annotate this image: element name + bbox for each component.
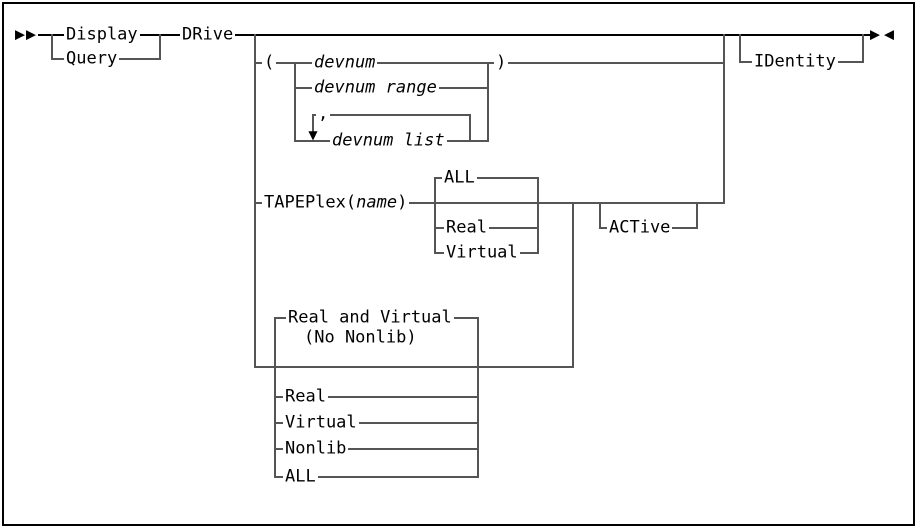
connector-line (739, 34, 741, 63)
keyword-query: Query (64, 48, 120, 69)
variable-name: name (356, 192, 398, 213)
connector-line (434, 177, 436, 254)
connector-line (275, 476, 478, 478)
variable-devnum-range: devnum range (312, 77, 439, 98)
variable-devnum-list: devnum list (330, 130, 447, 151)
flow-end-arrow-icon: ▶ (870, 27, 880, 43)
connector-line (537, 177, 539, 254)
connector-line (275, 422, 478, 424)
connector-line (255, 62, 724, 64)
keyword-nonlib-choice: Nonlib (283, 438, 349, 459)
keyword-real-option: Real (444, 217, 489, 238)
default-real-and-virtual: Real and Virtual (286, 307, 454, 328)
connector-line (255, 202, 724, 204)
keyword-tapeplex-close: ) (397, 192, 408, 213)
connector-line (477, 317, 479, 478)
variable-devnum: devnum (312, 52, 378, 73)
connector-line (487, 62, 489, 142)
connector-line (255, 366, 573, 368)
flow-start-arrow-icon: ▶ (26, 27, 36, 43)
connector-line (275, 448, 478, 450)
keyword-virtual-choice: Virtual (283, 412, 359, 433)
keyword-virtual-option: Virtual (444, 242, 520, 263)
keyword-real-choice: Real (283, 386, 328, 407)
keyword-active: ACTive (607, 217, 673, 238)
connector-line (862, 34, 864, 63)
keyword-tapeplex: TAPEPlex(name) (262, 192, 410, 213)
connector-line (313, 114, 470, 116)
connector-line (435, 177, 538, 179)
keyword-identity: IDentity (752, 51, 838, 72)
connector-main-line (38, 34, 872, 36)
connector-line (469, 114, 471, 142)
flow-start-arrow-icon: ▶ (15, 27, 25, 43)
close-paren: ) (494, 52, 509, 73)
connector-line (723, 34, 725, 204)
connector-line (275, 396, 478, 398)
connector-line (696, 202, 698, 229)
connector-line (312, 114, 314, 134)
default-no-nonlib-note: (No Nonlib) (304, 327, 417, 348)
connector-line (294, 62, 296, 142)
connector-line (159, 34, 161, 60)
keyword-all-default: ALL (442, 167, 477, 188)
keyword-tapeplex-open: TAPEPlex( (264, 192, 357, 213)
connector-line (572, 202, 574, 368)
connector-line (254, 34, 256, 368)
keyword-drive: DRive (180, 24, 236, 45)
keyword-display: Display (64, 24, 140, 45)
repeat-separator-comma: , (316, 103, 331, 124)
flow-end-arrow-icon: ◀ (884, 27, 894, 43)
repeat-loop-arrow-icon: ▼ (308, 128, 318, 142)
open-paren: ( (262, 52, 277, 73)
keyword-all-choice: ALL (283, 466, 318, 487)
connector-line (599, 202, 601, 229)
connector-line (51, 34, 53, 60)
